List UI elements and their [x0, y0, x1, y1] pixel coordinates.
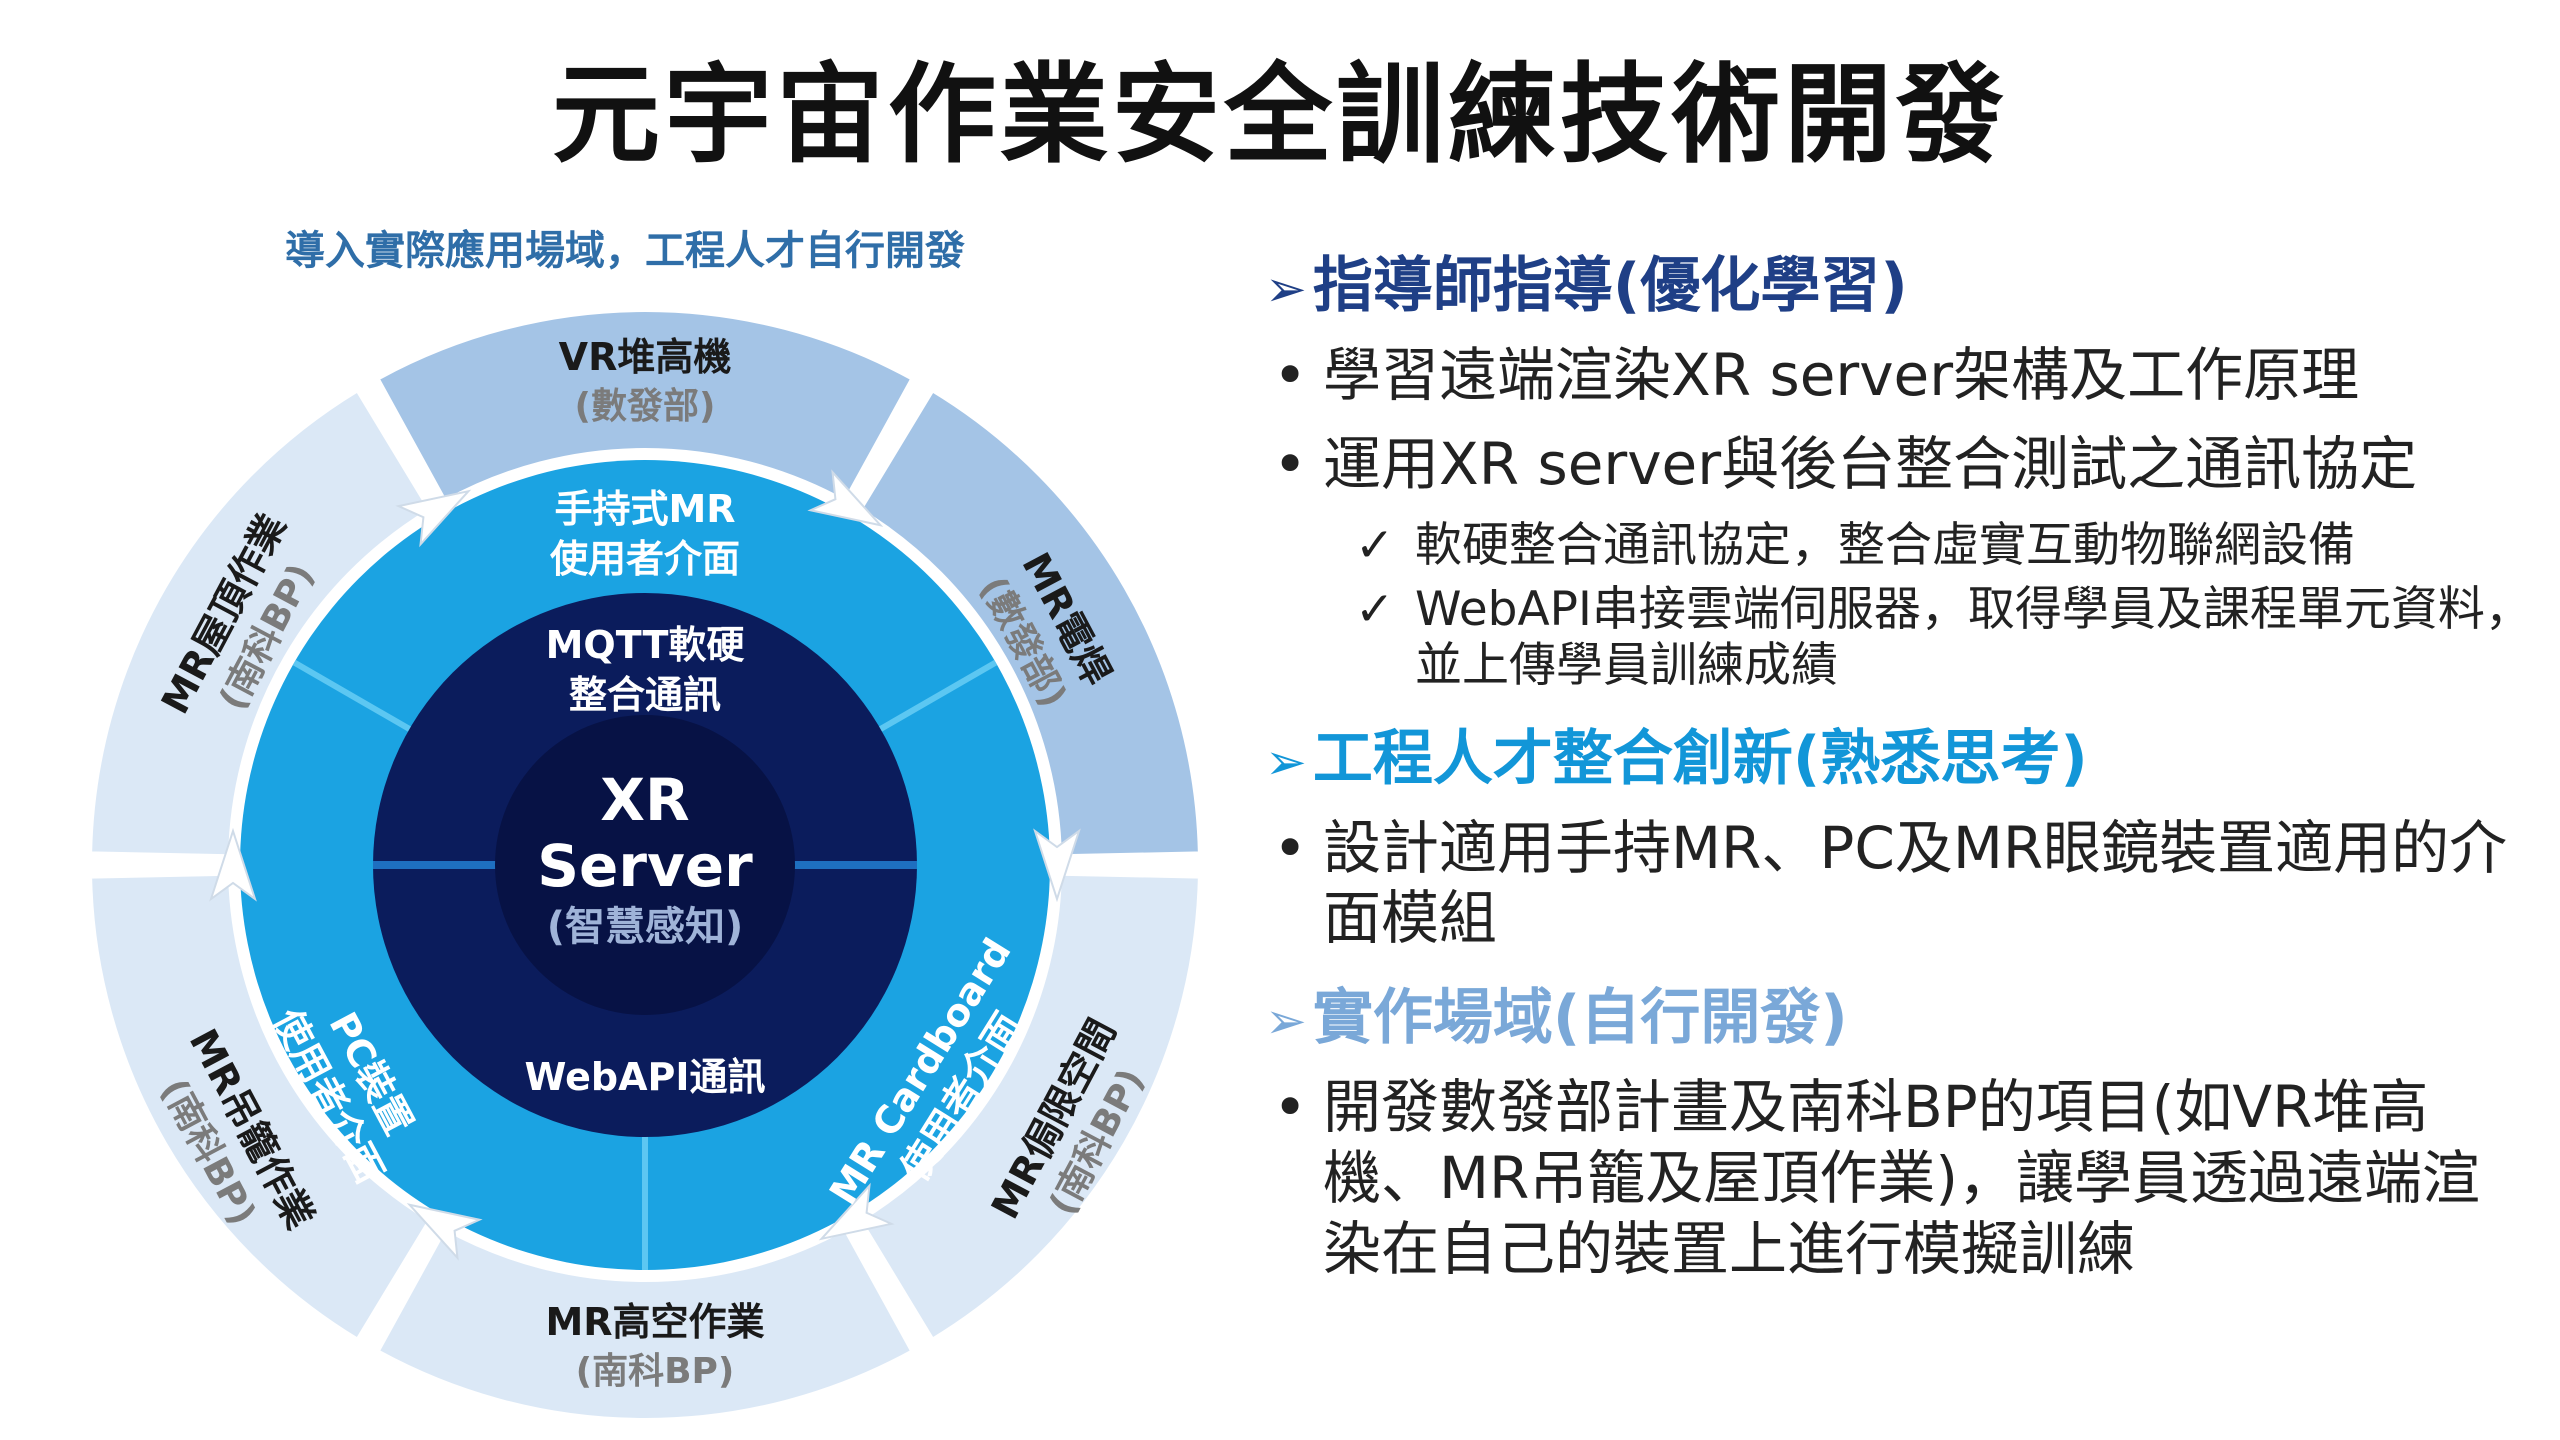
- cycle-arrow-icon: [395, 489, 472, 548]
- bullet-1-2: •運用XR server與後台整合測試之通訊協定: [1273, 429, 2418, 498]
- page-title: 元宇宙作業安全訓練技術開發: [551, 53, 2008, 178]
- ring-diagram: XR Server (智慧感知) MQTT軟硬 整合通訊 WebAPI通訊 手持…: [88, 308, 1202, 1422]
- core-label-1: XR: [600, 766, 689, 834]
- webapi-label: WebAPI通訊: [525, 1055, 766, 1099]
- bullet-icon: •: [1273, 1073, 1308, 1142]
- outer-dept-vr-forklift: (數發部): [575, 386, 716, 427]
- bullet-3-1: •開發數發部計畫及南科BP的項目(如VR堆高機、MR吊籠及屋頂作業)，讓學員透過…: [1273, 1073, 2480, 1283]
- diagram-caption: 導入實際應用場域，工程人才自行開發: [285, 228, 965, 274]
- bullet-icon: •: [1273, 429, 1308, 498]
- middle-ring-divider: [877, 659, 998, 733]
- section-heading-1: ➢指導師指導(優化學習): [1265, 251, 1908, 321]
- outer-label-mr-height: MR高空作業: [545, 1300, 764, 1344]
- bullet-icon: •: [1273, 341, 1308, 409]
- check-1-2: ✓WebAPI串接雲端伺服器，取得學員及課程單元資料，並上傳學員訓練成績: [1355, 581, 2532, 694]
- cycle-arrow-icon: [209, 827, 257, 902]
- cycle-arrow-icon: [406, 1203, 483, 1261]
- outer-dept-mr-height: (南科BP): [576, 1351, 735, 1392]
- cycle-arrow-icon: [1033, 828, 1081, 903]
- handheld-mr-label-2: 使用者介面: [550, 537, 740, 581]
- section-heading-3: ➢實作場域(自行開發): [1265, 983, 1848, 1054]
- cycle-arrow-icon: [807, 469, 884, 527]
- outer-label-vr-forklift: VR堆高機: [559, 335, 732, 379]
- right-content: ➢指導師指導(優化學習) •學習遠端渲染XR server架構及工作原理 •運用…: [1265, 250, 2535, 1302]
- bullet-2-1: •設計適用手持MR、PC及MR眼鏡裝置適用的介面模組: [1273, 813, 2508, 953]
- middle-ring-divider: [292, 659, 413, 733]
- section-heading-2: ➢工程人才整合創新(熟悉思考): [1265, 723, 2088, 794]
- cycle-arrows: [209, 469, 1081, 1261]
- check-icon: ✓: [1355, 581, 1395, 637]
- core-circle: [495, 715, 795, 1015]
- bullet-icon: •: [1273, 813, 1308, 882]
- check-icon: ✓: [1355, 517, 1395, 573]
- arrow-icon: ➢: [1265, 260, 1307, 318]
- check-1-1: ✓軟硬整合通訊協定，整合虛實互動物聯網設備: [1355, 517, 2355, 573]
- mqtt-label-2: 整合通訊: [569, 673, 721, 717]
- mqtt-label-1: MQTT軟硬: [546, 623, 745, 667]
- cycle-arrow-icon: [818, 1182, 895, 1241]
- arrow-icon: ➢: [1265, 732, 1307, 791]
- arrow-icon: ➢: [1265, 992, 1307, 1051]
- core-label-2: Server: [537, 832, 753, 900]
- bullet-1-1: •學習遠端渲染XR server架構及工作原理: [1273, 341, 2360, 409]
- core-label-3: (智慧感知): [547, 904, 744, 950]
- handheld-mr-label-1: 手持式MR: [554, 487, 735, 531]
